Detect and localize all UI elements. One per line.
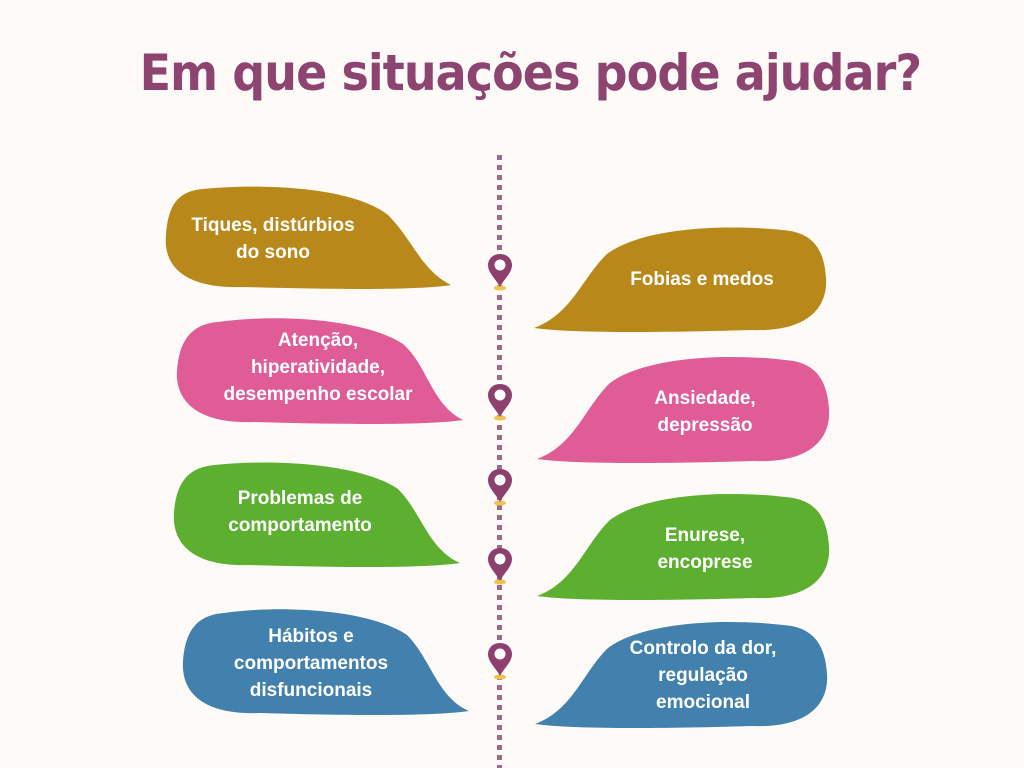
speech-bubble-shape — [534, 227, 827, 332]
bubble-text: Tiques, distúrbios do sono — [191, 215, 355, 263]
map-pin-icon — [488, 469, 512, 506]
bubble-text: Fobias e medos — [630, 269, 774, 290]
speech-bubble-shape — [535, 621, 828, 728]
speech-bubble-shape — [173, 462, 460, 567]
dotted-timeline — [497, 155, 502, 768]
speech-bubble-shape — [537, 356, 830, 463]
bubble-text: Problemas de comportamento — [228, 488, 372, 536]
bubble-text: Ansiedade, depressão — [654, 388, 756, 436]
bubble-pain-control: Controlo da dor, regulação emocional — [533, 620, 831, 730]
speech-bubble-shape — [182, 609, 469, 715]
bubble-anxiety-depression: Ansiedade, depressão — [535, 355, 833, 465]
page-title: Em que situações pode ajudar? — [139, 44, 922, 102]
map-pin-icon — [488, 384, 512, 421]
speech-bubble-shape — [176, 318, 464, 424]
speech-bubble-shape — [165, 186, 451, 289]
map-pin-icon — [488, 643, 512, 680]
bubble-text: Controlo da dor, regulação emocional — [629, 638, 777, 713]
bubble-phobias-fears: Fobias e medos — [532, 226, 830, 334]
bubble-behavior-problems: Problemas de comportamento — [170, 461, 462, 569]
map-pin-icon — [488, 254, 512, 291]
bubble-text: Hábitos e comportamentos disfuncionais — [233, 626, 389, 701]
bubble-attention-hyperactivity: Atenção, hiperatividade, desempenho esco… — [173, 316, 465, 426]
map-pin-icon — [488, 548, 512, 585]
bubble-enuresis-encopresis: Enurese, encoprese — [535, 492, 833, 602]
bubble-tics-sleep: Tiques, distúrbios do sono — [163, 185, 453, 293]
bubble-text: Atenção, hiperatividade, desempenho esco… — [223, 330, 413, 405]
speech-bubble-shape — [537, 493, 830, 600]
bubble-text: Enurese, encoprese — [657, 525, 753, 573]
bubble-dysfunctional-habits: Hábitos e comportamentos disfuncionais — [179, 607, 471, 717]
